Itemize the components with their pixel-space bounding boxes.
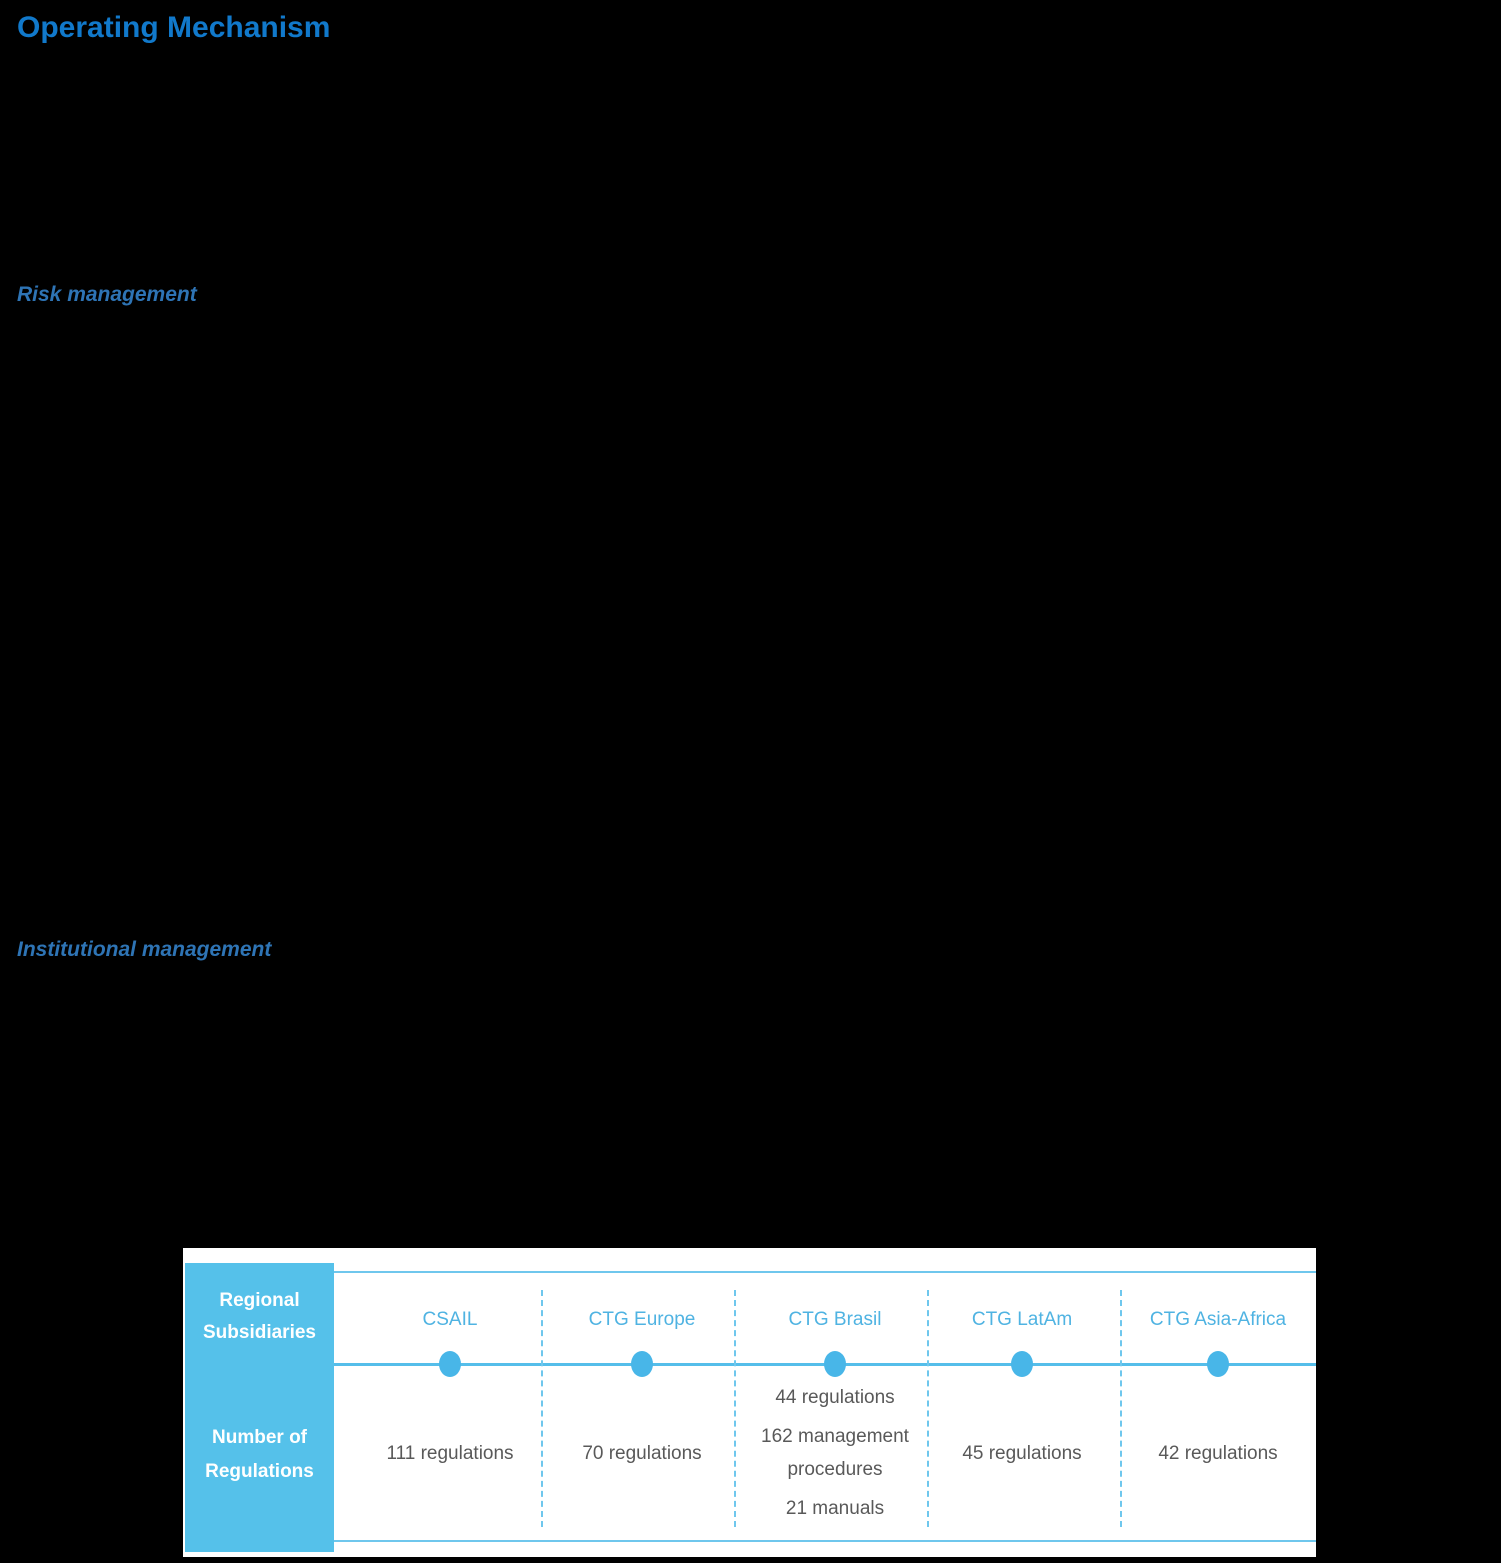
page-title: Operating Mechanism xyxy=(17,11,331,44)
table-bottom-border xyxy=(334,1540,1316,1542)
column-header: CTG LatAm xyxy=(971,1309,1073,1330)
column-ctg-asia-africa: CTG Asia-Africa 42 regulations xyxy=(1122,1248,1314,1557)
column-values: 44 regulations 162 management procedures… xyxy=(739,1380,931,1526)
regulation-count: 162 management procedures xyxy=(761,1426,909,1480)
column-header: CTG Brasil xyxy=(788,1309,882,1330)
timeline-dot xyxy=(1207,1351,1229,1377)
column-header: CTG Asia-Africa xyxy=(1149,1309,1287,1330)
column-ctg-europe: CTG Europe 70 regulations xyxy=(546,1248,738,1557)
row-label-line: Regional xyxy=(219,1290,300,1311)
column-values: 111 regulations xyxy=(354,1380,546,1526)
column-divider xyxy=(1120,1290,1122,1527)
row-label-number-of-regulations: Number of Regulations xyxy=(185,1421,334,1489)
regulation-count: 44 regulations xyxy=(775,1387,895,1408)
timeline-dot xyxy=(824,1351,846,1377)
column-values: 45 regulations xyxy=(926,1380,1118,1526)
column-divider xyxy=(927,1290,929,1527)
column-divider xyxy=(734,1290,736,1527)
column-csail: CSAIL 111 regulations xyxy=(354,1248,546,1557)
column-ctg-brasil: CTG Brasil 44 regulations 162 management… xyxy=(739,1248,931,1557)
column-header: CSAIL xyxy=(422,1309,478,1330)
row-label-regional-subsidiaries: Regional Subsidiaries xyxy=(185,1285,334,1349)
row-label-line: Number of xyxy=(212,1427,307,1448)
column-divider xyxy=(541,1290,543,1527)
row-label-line: Regulations xyxy=(205,1461,314,1482)
timeline-dot xyxy=(439,1351,461,1377)
regulation-count: 21 manuals xyxy=(785,1498,885,1519)
regulations-figure: Regional Subsidiaries Number of Regulati… xyxy=(183,1248,1316,1557)
column-ctg-latam: CTG LatAm 45 regulations xyxy=(926,1248,1118,1557)
regulation-count: 45 regulations xyxy=(962,1442,1082,1464)
timeline-dot xyxy=(1011,1351,1033,1377)
column-values: 70 regulations xyxy=(546,1380,738,1526)
table-top-border xyxy=(334,1271,1316,1273)
section-heading-institutional-management: Institutional management xyxy=(17,938,272,961)
section-heading-risk-management: Risk management xyxy=(17,283,197,306)
regulation-count: 70 regulations xyxy=(582,1442,702,1464)
regulation-count: 111 regulations xyxy=(386,1442,514,1464)
column-header: CTG Europe xyxy=(588,1309,696,1330)
row-labels-box: Regional Subsidiaries Number of Regulati… xyxy=(185,1263,334,1552)
regulation-count: 42 regulations xyxy=(1158,1442,1278,1464)
timeline-dot xyxy=(631,1351,653,1377)
row-label-line: Subsidiaries xyxy=(203,1322,316,1343)
column-values: 42 regulations xyxy=(1122,1380,1314,1526)
